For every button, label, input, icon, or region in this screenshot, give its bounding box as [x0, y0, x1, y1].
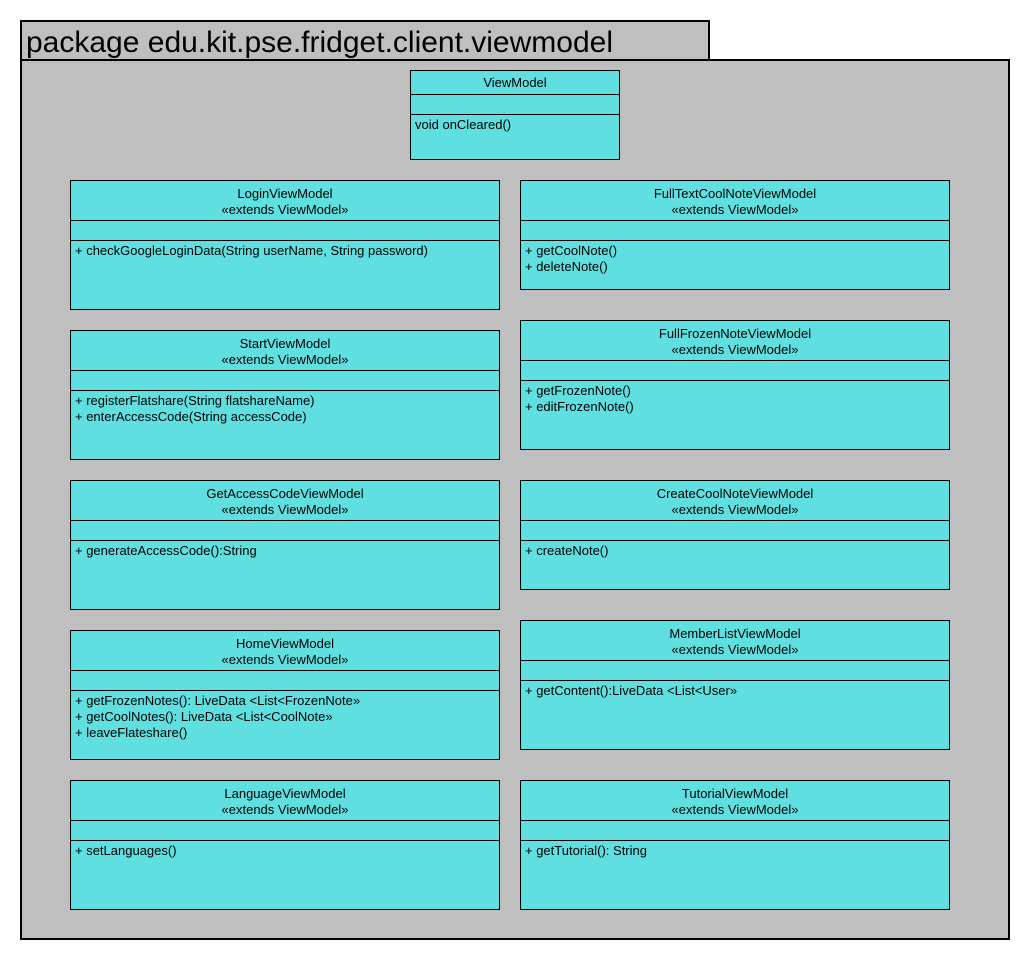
- operations-compartment: void onCleared(): [411, 115, 619, 159]
- operation: + getFrozenNotes(): LiveData <List<Froze…: [75, 693, 361, 708]
- operations-compartment: + createNote(): [521, 541, 949, 589]
- class-viewmodel[interactable]: ViewModel void onCleared(): [410, 70, 620, 160]
- class-language-viewmodel[interactable]: LanguageViewModel «extends ViewModel» + …: [70, 780, 500, 910]
- class-stereotype: «extends ViewModel»: [221, 802, 349, 817]
- operation: + setLanguages(): [75, 843, 177, 858]
- operation: void onCleared(): [415, 117, 512, 132]
- operation: + leaveFlateshare(): [75, 725, 188, 740]
- class-name: CreateCoolNoteViewModel: [656, 486, 814, 501]
- class-home-viewmodel[interactable]: HomeViewModel «extends ViewModel» + getF…: [70, 630, 500, 760]
- class-full-text-cool-note-viewmodel[interactable]: FullTextCoolNoteViewModel «extends ViewM…: [520, 180, 950, 290]
- class-stereotype: «extends ViewModel»: [221, 202, 349, 217]
- operation: + getCoolNotes(): LiveData <List<CoolNot…: [75, 709, 333, 724]
- operations-compartment: + getCoolNote() + deleteNote(): [521, 241, 949, 289]
- class-stereotype: «extends ViewModel»: [671, 802, 799, 817]
- class-stereotype: «extends ViewModel»: [221, 352, 349, 367]
- class-name-compartment: StartViewModel «extends ViewModel»: [71, 331, 499, 371]
- class-name: ViewModel: [483, 75, 547, 90]
- class-name-compartment: MemberListViewModel «extends ViewModel»: [521, 621, 949, 661]
- class-name: MemberListViewModel: [669, 626, 801, 641]
- class-name: GetAccessCodeViewModel: [206, 486, 364, 501]
- operation: + getContent():LiveData <List<User»: [525, 683, 738, 698]
- package-tab: package edu.kit.pse.fridget.client.viewm…: [20, 20, 710, 60]
- operation: + editFrozenNote(): [525, 399, 634, 414]
- operation: + getFrozenNote(): [525, 383, 631, 398]
- class-name: StartViewModel: [239, 336, 331, 351]
- operations-compartment: + setLanguages(): [71, 841, 499, 909]
- operations-compartment: + generateAccessCode():String: [71, 541, 499, 609]
- class-start-viewmodel[interactable]: StartViewModel «extends ViewModel» + reg…: [70, 330, 500, 460]
- class-name-compartment: GetAccessCodeViewModel «extends ViewMode…: [71, 481, 499, 521]
- attributes-compartment: [521, 221, 949, 241]
- operation: + enterAccessCode(String accessCode): [75, 409, 307, 424]
- operations-compartment: + registerFlatshare(String flatshareName…: [71, 391, 499, 459]
- operations-compartment: + getContent():LiveData <List<User»: [521, 681, 949, 749]
- class-name-compartment: FullTextCoolNoteViewModel «extends ViewM…: [521, 181, 949, 221]
- class-name: HomeViewModel: [235, 636, 335, 651]
- class-stereotype: «extends ViewModel»: [671, 342, 799, 357]
- operations-compartment: + getFrozenNotes(): LiveData <List<Froze…: [71, 691, 499, 759]
- operations-compartment: + checkGoogleLoginData(String userName, …: [71, 241, 499, 309]
- attributes-compartment: [521, 821, 949, 841]
- class-name: LanguageViewModel: [224, 786, 346, 801]
- class-get-access-code-viewmodel[interactable]: GetAccessCodeViewModel «extends ViewMode…: [70, 480, 500, 610]
- operation: + createNote(): [525, 543, 609, 558]
- class-login-viewmodel[interactable]: LoginViewModel «extends ViewModel» + che…: [70, 180, 500, 310]
- class-name: FullFrozenNoteViewModel: [658, 326, 812, 341]
- attributes-compartment: [71, 821, 499, 841]
- attributes-compartment: [521, 661, 949, 681]
- class-name: TutorialViewModel: [681, 786, 789, 801]
- class-full-frozen-note-viewmodel[interactable]: FullFrozenNoteViewModel «extends ViewMod…: [520, 320, 950, 450]
- attributes-compartment: [71, 371, 499, 391]
- operations-compartment: + getFrozenNote() + editFrozenNote(): [521, 381, 949, 449]
- class-tutorial-viewmodel[interactable]: TutorialViewModel «extends ViewModel» + …: [520, 780, 950, 910]
- class-stereotype: «extends ViewModel»: [221, 652, 349, 667]
- package-label: package edu.kit.pse.fridget.client.viewm…: [26, 26, 613, 59]
- attributes-compartment: [71, 521, 499, 541]
- operations-compartment: + getTutorial(): String: [521, 841, 949, 909]
- class-create-cool-note-viewmodel[interactable]: CreateCoolNoteViewModel «extends ViewMod…: [520, 480, 950, 590]
- class-name: FullTextCoolNoteViewModel: [653, 186, 817, 201]
- class-name: LoginViewModel: [237, 186, 333, 201]
- operation: + getCoolNote(): [525, 243, 618, 258]
- attributes-compartment: [71, 671, 499, 691]
- class-member-list-viewmodel[interactable]: MemberListViewModel «extends ViewModel» …: [520, 620, 950, 750]
- class-name-compartment: TutorialViewModel «extends ViewModel»: [521, 781, 949, 821]
- class-name-compartment: FullFrozenNoteViewModel «extends ViewMod…: [521, 321, 949, 361]
- class-stereotype: «extends ViewModel»: [221, 502, 349, 517]
- class-name-compartment: LanguageViewModel «extends ViewModel»: [71, 781, 499, 821]
- operation: + checkGoogleLoginData(String userName, …: [75, 243, 428, 258]
- class-name-compartment: ViewModel: [411, 71, 619, 95]
- operation: + registerFlatshare(String flatshareName…: [75, 393, 315, 408]
- attributes-compartment: [521, 361, 949, 381]
- class-name-compartment: CreateCoolNoteViewModel «extends ViewMod…: [521, 481, 949, 521]
- class-stereotype: «extends ViewModel»: [671, 202, 799, 217]
- class-stereotype: «extends ViewModel»: [671, 502, 799, 517]
- operation: + generateAccessCode():String: [75, 543, 257, 558]
- operation: + getTutorial(): String: [525, 843, 647, 858]
- attributes-compartment: [521, 521, 949, 541]
- attributes-compartment: [71, 221, 499, 241]
- class-stereotype: «extends ViewModel»: [671, 642, 799, 657]
- class-name-compartment: LoginViewModel «extends ViewModel»: [71, 181, 499, 221]
- class-name-compartment: HomeViewModel «extends ViewModel»: [71, 631, 499, 671]
- attributes-compartment: [411, 95, 619, 115]
- operation: + deleteNote(): [525, 259, 608, 274]
